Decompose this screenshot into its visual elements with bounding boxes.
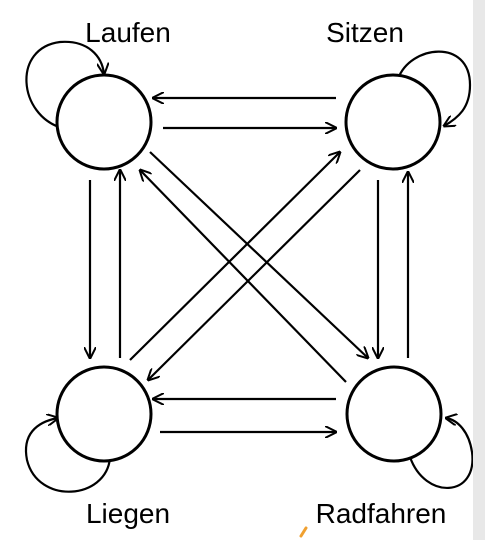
self-loop-sitzen-arrow [396, 50, 472, 126]
arrow-sitzen-to-liegen [148, 169, 361, 380]
state-node-liegen [55, 365, 153, 463]
state-node-radfahren [345, 365, 443, 463]
state-label-liegen: Liegen [86, 498, 170, 529]
state-labels: Laufen Sitzen Liegen Radfahren [85, 17, 446, 529]
self-loop-radfahren-arrow [408, 418, 474, 489]
state-label-radfahren: Radfahren [316, 498, 447, 529]
self-loop-laufen-arrow [25, 40, 104, 130]
arrow-laufen-to-radfahren [149, 151, 368, 358]
transition-arrows [24, 40, 474, 493]
self-loop-liegen-arrow [24, 418, 112, 493]
state-node-laufen [55, 73, 153, 171]
state-nodes [55, 73, 443, 463]
stray-accent-mark [299, 526, 308, 538]
arrow-liegen-to-sitzen [129, 152, 340, 361]
arrow-radfahren-to-laufen [140, 170, 347, 383]
state-label-laufen: Laufen [85, 17, 171, 48]
state-node-sitzen [344, 73, 442, 171]
state-label-sitzen: Sitzen [326, 17, 404, 48]
vertical-scrollbar[interactable] [473, 0, 485, 540]
